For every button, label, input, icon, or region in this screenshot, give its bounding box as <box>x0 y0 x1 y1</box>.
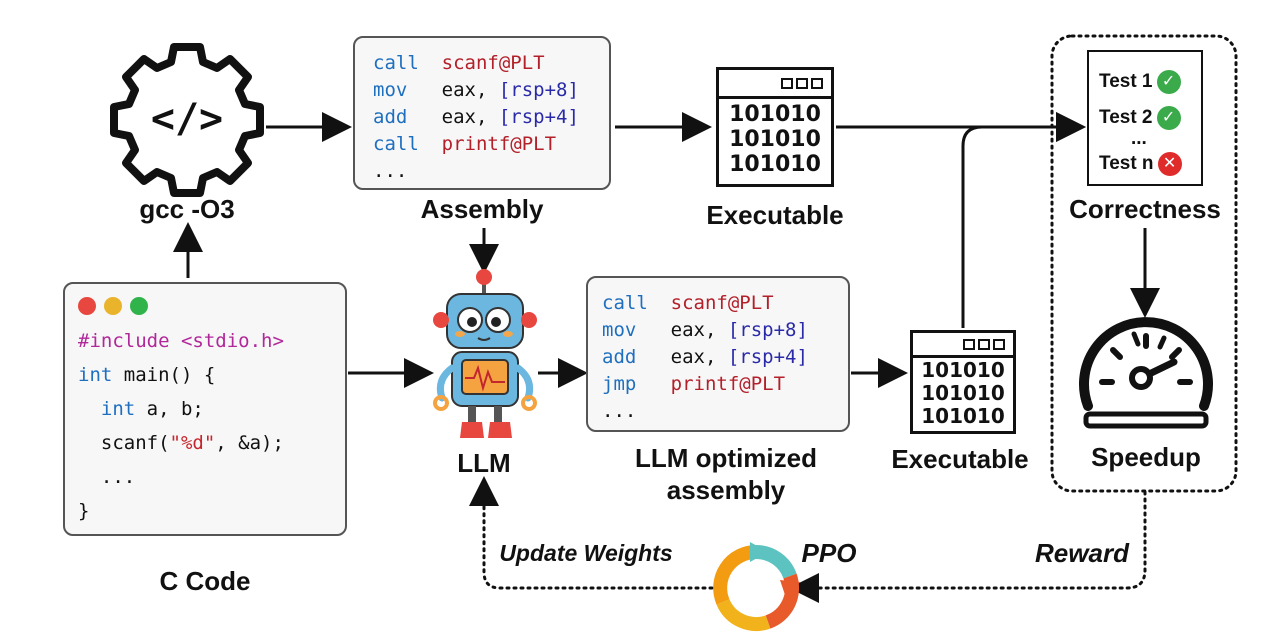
robot-icon <box>433 269 537 438</box>
update-weights-label: Update Weights <box>499 540 673 566</box>
executable-top-label: Executable <box>706 200 844 230</box>
assembly-line: ... <box>373 158 609 185</box>
code-decl-type: int <box>100 398 136 420</box>
asm-operands: eax, [rsp+8] <box>670 319 808 341</box>
gear-icon: </> <box>110 43 264 197</box>
optimized-assembly-line: mov eax, [rsp+8] <box>602 317 848 344</box>
c-code-lines: #include <stdio.h> int main() { int a, b… <box>78 324 284 528</box>
asm-opcode: call <box>373 133 419 155</box>
binary-line: 101010 <box>921 358 1005 382</box>
test-2-label: Test 2 <box>1099 107 1153 129</box>
code-header: <stdio.h> <box>180 330 284 352</box>
asm-opcode: mov <box>602 319 637 341</box>
optimized-assembly-line: call scanf@PLT <box>602 290 848 317</box>
test-row-1: Test 1✓ <box>1099 70 1181 94</box>
asm-operands: eax, [rsp+4] <box>670 346 808 368</box>
assembly-line: mov eax, [rsp+8] <box>373 77 609 104</box>
test-results-document: Test 1✓ Test 2✓ ... Test n✕ <box>1087 50 1203 186</box>
window-dot-green <box>130 297 148 315</box>
test-row-2: Test 2✓ <box>1099 106 1181 130</box>
assembly-line: call scanf@PLT <box>373 50 609 77</box>
binary-line: 101010 <box>729 127 821 152</box>
arrow-executable-bottom-to-tests <box>961 112 1086 328</box>
cycle-icon <box>713 542 800 631</box>
asm-opcode: add <box>373 106 408 128</box>
reward-label: Reward <box>1035 538 1129 568</box>
ppo-label: PPO <box>801 538 857 568</box>
code-close-brace: } <box>78 500 90 522</box>
svg-text:</>: </> <box>151 96 223 142</box>
executable-bottom-label: Executable <box>891 444 1029 474</box>
llm-optimized-label-line1: LLM optimized <box>635 443 817 473</box>
code-scanf-format: "%d" <box>169 432 216 454</box>
code-decl-rest: a, b; <box>146 398 204 420</box>
gcc-label: gcc -O3 <box>139 194 235 224</box>
assembly-line: add eax, [rsp+4] <box>373 104 609 131</box>
optimized-assembly-line: add eax, [rsp+4] <box>602 344 848 371</box>
code-main-type: int <box>78 364 113 386</box>
reward-loop-line <box>789 490 1147 603</box>
window-dot-yellow <box>104 297 122 315</box>
update-weights-line <box>469 476 714 590</box>
test-1-label: Test 1 <box>1099 71 1153 93</box>
code-ellipsis: ... <box>100 466 136 488</box>
asm-opcode: call <box>373 52 419 74</box>
code-main-rest: main() { <box>123 364 216 386</box>
asm-opcode: jmp <box>602 373 637 395</box>
assembly-line: call printf@PLT <box>373 131 609 158</box>
speedup-label: Speedup <box>1091 442 1201 472</box>
asm-opcode: add <box>602 346 637 368</box>
asm-opcode: ... <box>373 160 408 182</box>
asm-opcode: mov <box>373 79 408 101</box>
binary-line: 101010 <box>729 102 821 127</box>
asm-operands: scanf@PLT <box>441 52 545 74</box>
speedometer-icon <box>1079 317 1213 429</box>
asm-operands: printf@PLT <box>670 373 786 395</box>
code-scanf-pre: scanf( <box>100 432 170 454</box>
c-code-box <box>63 282 347 536</box>
asm-opcode: call <box>602 292 648 314</box>
window-dots <box>78 297 156 320</box>
check-icon: ✓ <box>1156 70 1181 94</box>
binary-line: 101010 <box>729 152 821 177</box>
asm-operands: scanf@PLT <box>670 292 774 314</box>
assembly-label: Assembly <box>420 194 544 224</box>
c-code-label: C Code <box>159 566 251 596</box>
binary-line: 101010 <box>921 404 1005 428</box>
test-ellipsis-label: ... <box>1131 128 1147 149</box>
test-row-n: Test n✕ <box>1099 152 1182 176</box>
code-include: #include <box>78 330 170 352</box>
binary-line: 101010 <box>921 381 1005 405</box>
test-row-ellipsis: ... <box>1131 128 1147 150</box>
asm-operands: eax, [rsp+4] <box>441 106 579 128</box>
test-n-label: Test n <box>1099 153 1154 175</box>
cross-icon: ✕ <box>1157 152 1182 176</box>
optimized-assembly-line: jmp printf@PLT <box>602 371 848 398</box>
llm-optimized-label-line2: assembly <box>666 475 786 505</box>
correctness-label: Correctness <box>1069 194 1221 224</box>
optimized-assembly-line: ... <box>602 398 848 425</box>
asm-operands: eax, [rsp+8] <box>441 79 579 101</box>
asm-operands: printf@PLT <box>441 133 557 155</box>
check-icon: ✓ <box>1156 106 1181 130</box>
asm-opcode: ... <box>602 400 637 422</box>
llm-label: LLM <box>457 448 511 478</box>
window-dot-red <box>78 297 96 315</box>
code-scanf-post: , &a); <box>215 432 284 454</box>
